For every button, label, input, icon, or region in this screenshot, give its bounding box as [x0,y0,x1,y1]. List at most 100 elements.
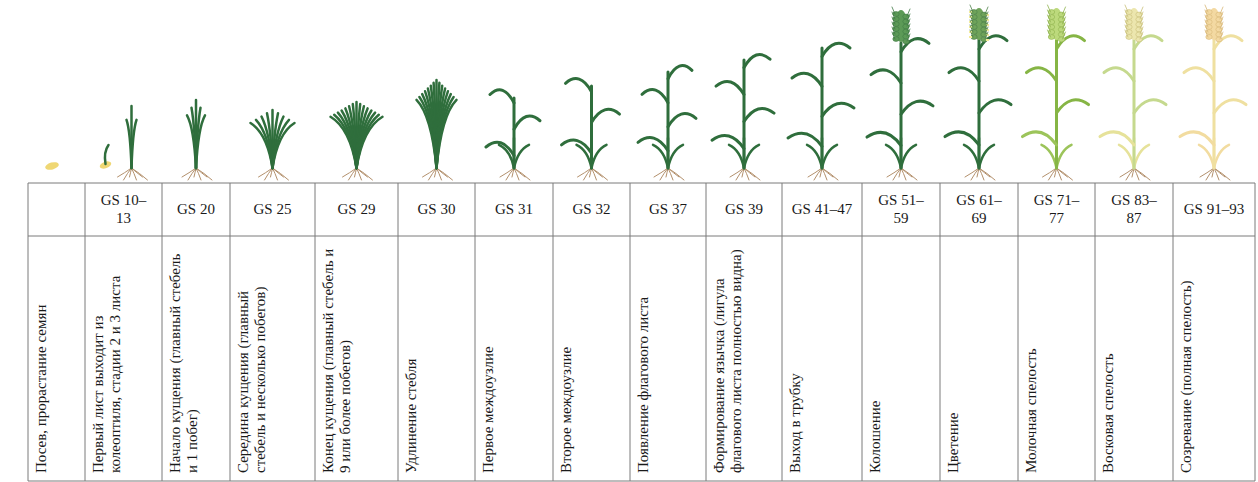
stage-description: Первый лист выходит из колеоптиля, стади… [90,245,125,473]
stage-code: GS 29 [315,183,398,236]
root [808,168,822,177]
leaf [744,108,774,121]
root [506,168,514,180]
stage-code: GS 71–77 [1018,183,1095,236]
leaf [1057,36,1085,49]
spikelet [1136,37,1142,42]
table-rule [85,183,86,481]
blade [886,145,901,168]
stem [513,98,516,168]
root [1206,168,1214,180]
blade [729,145,744,168]
stem [1055,40,1058,168]
stem [667,72,670,168]
root [744,168,760,180]
root [814,168,822,180]
root [265,168,273,180]
leaf [642,90,668,103]
leaf [788,133,822,146]
spikelet [1216,37,1222,42]
root [271,168,273,177]
blade [979,145,994,168]
stage-description: Созревание (полная спелость) [1178,245,1195,473]
table-rule [230,183,231,481]
leaf [1184,68,1214,81]
leaf [979,36,1007,49]
leaf [1104,68,1134,81]
stage-description: Середина кущения (главный стебель и неск… [235,245,270,473]
spikelet [903,39,909,44]
leaf [592,109,620,122]
stage-code: GS 41–47 [782,183,862,236]
root [130,168,132,177]
leaf [1180,132,1214,145]
leaf [792,73,822,86]
leaf [1057,100,1089,113]
root [435,168,437,177]
awn [985,32,988,39]
root [259,168,273,177]
stage-description: Посев, прорастание семян [33,245,50,473]
root [118,168,132,177]
root [1134,168,1150,180]
stage-description: Второе междоузлие [558,245,575,473]
root [654,168,668,177]
leaf [712,135,744,148]
root [578,168,592,177]
leaf [490,90,514,103]
blade [807,145,822,168]
root [349,168,357,180]
table-rule [315,183,316,481]
root [194,168,196,177]
stage-code: GS 25 [230,183,315,236]
table-rule [782,183,783,481]
stem [821,48,824,168]
root [1120,168,1134,177]
leaf [1134,36,1162,49]
root [1200,168,1214,177]
stem [1133,40,1136,168]
root [1049,168,1057,180]
leaf [822,43,850,56]
awn [1140,32,1143,39]
table-rule [553,183,554,481]
blade [964,145,979,168]
blade [1119,145,1134,168]
root [182,168,196,177]
spikelet [1058,37,1064,42]
blade [437,100,457,168]
stage-description: Формирование язычка (лигула флагового ли… [711,245,746,473]
blade [357,117,383,168]
spikelet [893,37,899,42]
root [668,168,684,180]
stage-code: GS 37 [630,183,706,236]
root [1057,168,1073,180]
stage-code: GS 30 [398,183,475,236]
stage-code: GS 91–93 [1173,183,1255,236]
leaf [744,54,770,67]
leaf [514,116,540,129]
blade [1134,145,1149,168]
root [124,168,132,180]
root [188,168,196,180]
root [592,168,608,180]
leaf [1214,36,1242,49]
anther [986,39,989,41]
root [660,168,668,180]
leaf [1134,100,1166,113]
stage-description: Восковая спелость [1100,245,1117,473]
root [893,168,901,180]
root [901,168,917,180]
awn [1048,30,1051,37]
leaf [901,101,933,114]
leaf [1100,132,1134,145]
table-rule [630,183,631,481]
leaf [949,68,979,81]
root [196,168,212,180]
root [355,168,357,177]
stem [900,43,903,168]
table-rule [162,183,163,481]
leaf [1214,100,1246,113]
root [423,168,437,177]
leaf [867,132,901,145]
